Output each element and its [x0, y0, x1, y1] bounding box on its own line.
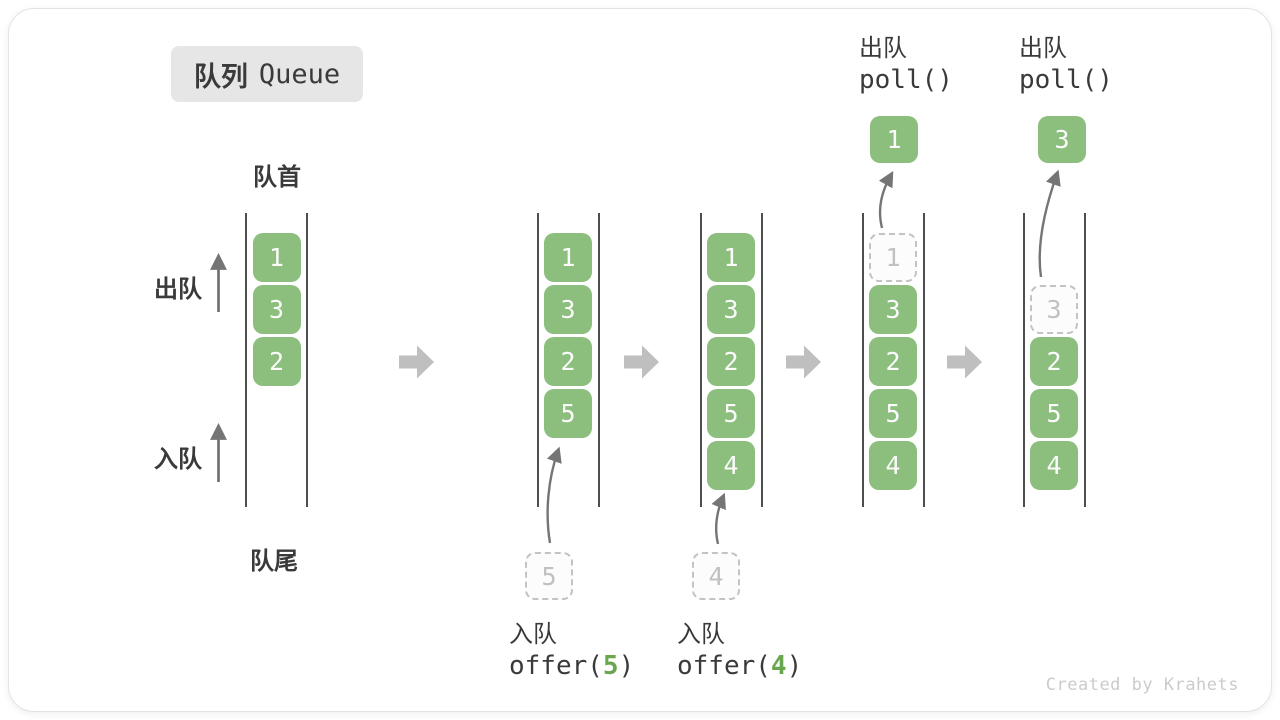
queue-cell: 2 — [869, 337, 917, 386]
queue-cell: 3 — [707, 285, 755, 334]
dequeue-motion-arrow-icon — [878, 170, 894, 229]
queue-cell: 5 — [1030, 389, 1078, 438]
incoming-cell: 4 — [692, 552, 740, 600]
op-label-poll: 出队 poll() — [859, 33, 953, 97]
queue-wall-left — [861, 213, 864, 507]
state-transition-arrow-icon — [624, 345, 659, 379]
op-offer-code: offer(4) — [677, 651, 803, 681]
queue-cell: 4 — [1030, 441, 1078, 490]
label-queue-rear: 队尾 — [250, 548, 298, 575]
queue-cell: 5 — [544, 389, 592, 438]
op-poll-code: poll() — [859, 65, 953, 95]
arrows-overlay — [210, 169, 1061, 545]
op-offer-zh: 入队 — [677, 621, 725, 648]
op-poll-code: poll() — [1019, 65, 1113, 95]
queue-cell: 5 — [707, 389, 755, 438]
queue-cell: 4 — [707, 441, 755, 490]
op-label-offer: 入队 offer(4) — [677, 619, 802, 683]
queue-wall-right — [760, 213, 763, 507]
queue-cell: 2 — [252, 337, 301, 386]
op-offer-arg: 5 — [602, 651, 619, 681]
popped-cell: 3 — [1038, 116, 1086, 163]
queue-wall-left — [245, 213, 247, 507]
label-enqueue: 入队 — [154, 446, 202, 473]
queue-wall-left — [536, 213, 539, 507]
enqueue-motion-arrow-icon — [711, 492, 726, 545]
title-box: 队列 Queue — [171, 46, 363, 102]
op-poll-zh: 出队 — [1019, 35, 1067, 62]
op-offer-zh: 入队 — [509, 621, 557, 648]
enqueue-motion-arrow-icon — [546, 446, 562, 544]
incoming-cell: 5 — [525, 552, 573, 600]
label-queue-front: 队首 — [253, 164, 301, 191]
queue-cell: 1 — [707, 233, 755, 282]
queue-wall-right — [1083, 213, 1086, 507]
op-offer-code: offer(5) — [509, 651, 635, 681]
label-dequeue: 出队 — [154, 276, 202, 303]
queue-cell: 4 — [869, 441, 917, 490]
state-transition-arrow-icon — [399, 345, 434, 379]
op-offer-arg: 4 — [770, 651, 787, 681]
op-label-poll: 出队 poll() — [1019, 33, 1113, 97]
watermark: Created by Krahets — [1045, 675, 1239, 695]
queue-wall-right — [597, 213, 600, 507]
queue-wall-left — [1022, 213, 1025, 507]
title-zh: 队列 — [193, 61, 248, 92]
queue-cell: 3 — [869, 285, 917, 334]
queue-wall-right — [306, 213, 308, 507]
queue-cell: 3 — [252, 285, 301, 334]
queue-cell: 2 — [1030, 337, 1078, 386]
op-poll-zh: 出队 — [859, 35, 907, 62]
state-transition-arrow-icon — [947, 345, 982, 379]
popped-cell: 1 — [870, 116, 918, 163]
title-en: Queue — [258, 58, 341, 90]
dequeue-motion-arrow-icon — [1038, 169, 1061, 278]
queue-cell-removed: 1 — [869, 233, 917, 282]
queue-cell: 1 — [544, 233, 592, 282]
state-transition-arrow-icon — [786, 345, 821, 379]
queue-cell: 1 — [252, 233, 301, 282]
queue-cell: 5 — [869, 389, 917, 438]
queue-cell: 2 — [707, 337, 755, 386]
queue-wall-right — [922, 213, 925, 507]
queue-cell-removed: 3 — [1030, 285, 1078, 334]
op-label-offer: 入队 offer(5) — [509, 619, 634, 683]
queue-cell: 2 — [544, 337, 592, 386]
queue-cell: 3 — [544, 285, 592, 334]
queue-wall-left — [699, 213, 702, 507]
